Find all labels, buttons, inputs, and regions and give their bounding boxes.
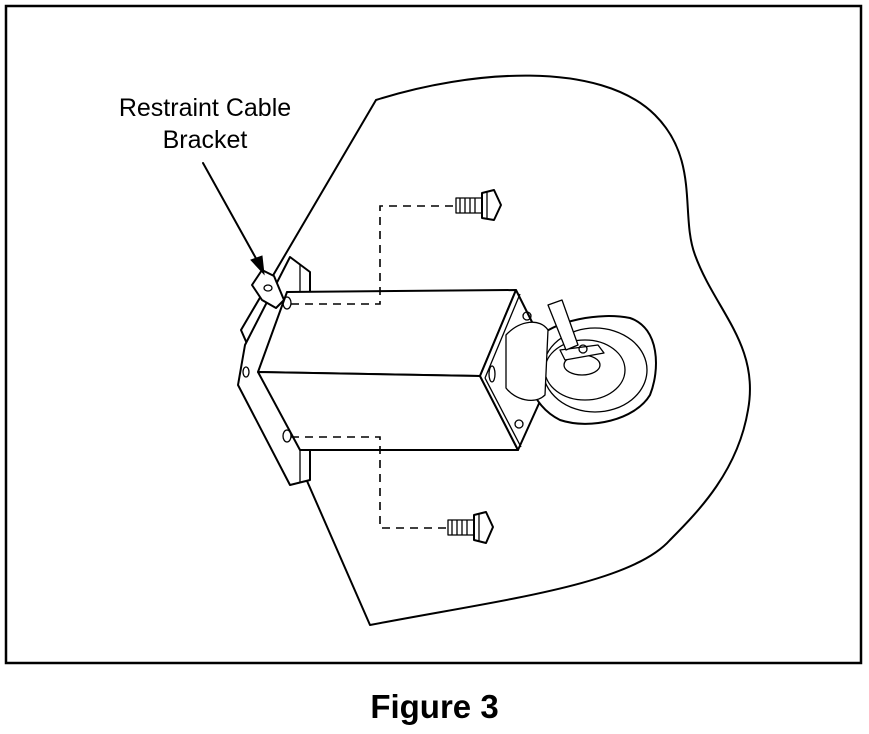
panel-outline: [240, 74, 751, 626]
figure-caption: Figure 3: [370, 688, 499, 725]
hex-bolt-lower: [447, 511, 494, 544]
callout-line-1: Restraint Cable: [118, 94, 292, 122]
figure-frame: [4, 4, 863, 665]
end-plate-screws: [488, 311, 532, 429]
hex-bolt-upper: [455, 189, 502, 221]
install-path-lower: [291, 436, 447, 529]
bolt-hole-upper: [282, 296, 292, 310]
bolt-hole-lower: [282, 429, 292, 443]
callout-leader-arrow: [202, 162, 265, 276]
callout-line-2: Bracket: [162, 126, 248, 154]
install-path-upper: [291, 205, 455, 305]
bracket-callout-label: Restraint Cable Bracket: [96, 92, 314, 156]
caster-housing: [257, 289, 556, 451]
caster-wheel: [505, 299, 657, 425]
